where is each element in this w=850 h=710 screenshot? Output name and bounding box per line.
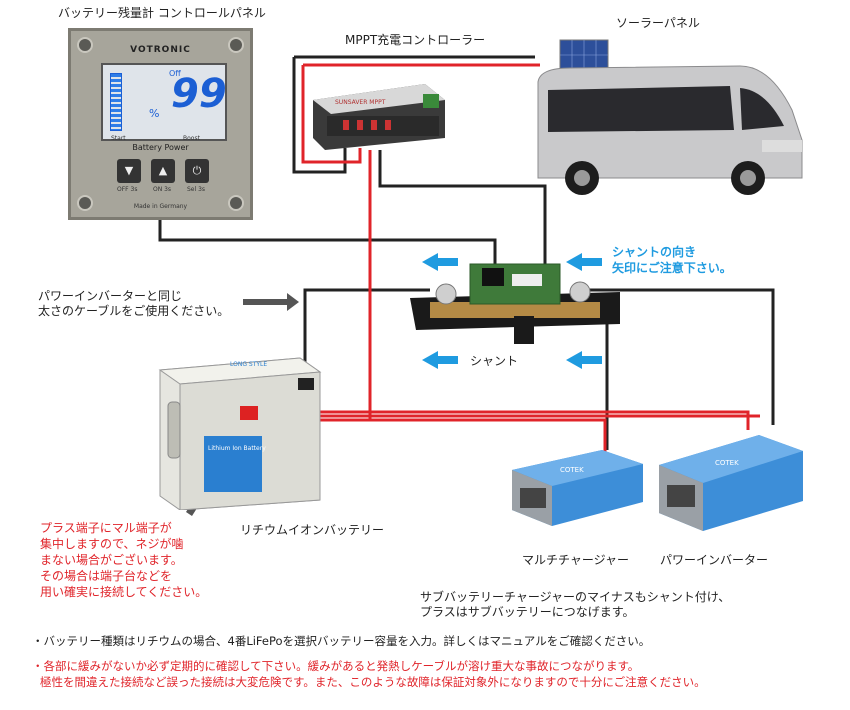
down-button[interactable]: ▼ — [117, 159, 141, 183]
charger-brand: COTEK — [560, 466, 584, 474]
shunt — [410, 263, 620, 344]
solar-positive-wire — [301, 65, 362, 164]
shunt-label: シャント — [470, 354, 519, 368]
panel-cable — [158, 220, 497, 270]
lcd-value: 99 — [171, 71, 227, 117]
boost-label: Boost — [183, 135, 200, 142]
panel-title: Battery Power — [132, 143, 189, 152]
panel-brand: VOTRONIC — [130, 45, 191, 55]
power-button[interactable]: ⏻ — [185, 159, 209, 183]
plus-note-line-2: 集中しますので、ネジが噛 — [40, 537, 184, 551]
sub-note-line-2: プラスはサブバッテリーにつなげます。 — [420, 605, 635, 619]
panel-title-label: バッテリー残量計 コントロールパネル — [58, 6, 266, 20]
screw-icon — [77, 195, 93, 211]
charger-label: マルチチャージャー — [522, 553, 630, 567]
power-inverter: COTEK — [659, 435, 803, 531]
arrow-left-icon — [422, 351, 458, 369]
battery-monitor-panel: VOTRONIC Off 99 % Start Boost Battery Po… — [68, 28, 253, 220]
solar-title-label: ソーラーパネル — [616, 16, 700, 30]
battery-positive-wire — [250, 410, 750, 430]
camper-van — [537, 39, 803, 195]
battery-sub: Lithium Ion Battery — [208, 445, 266, 452]
direction-arrows — [422, 253, 602, 369]
plus-note-line-1: プラス端子にマル端子が — [40, 521, 172, 535]
mppt-title-label: MPPT充電コントローラー — [345, 33, 486, 47]
battery-negative-wire — [303, 288, 430, 380]
made-in-label: Made in Germany — [133, 203, 188, 210]
solar-negative-wire — [292, 57, 347, 174]
start-label: Start — [111, 135, 126, 142]
sub-note-line-1: サブバッテリーチャージャーのマイナスもシャント付け、 — [420, 590, 731, 604]
btn-on-label: ON 3s — [153, 186, 172, 193]
note-check-loose: ・各部に緩みがないか必ず定期的に確認して下さい。緩みがあると発熱しケーブルが溶け… — [32, 659, 640, 673]
screw-icon — [77, 37, 93, 53]
multi-charger: COTEK — [512, 450, 643, 526]
cable-note-line-2: 太さのケーブルをご使用ください。 — [38, 304, 230, 318]
battery-brand: LONG STYLE — [230, 361, 267, 368]
plus-note-line-4: その場合は端子台などを — [40, 569, 173, 583]
lcd-off-label: Off — [169, 69, 181, 78]
up-button[interactable]: ▲ — [151, 159, 175, 183]
arrow-left-icon — [422, 253, 458, 271]
btn-off-label: OFF 3s — [117, 186, 138, 193]
screw-icon — [228, 37, 244, 53]
screw-icon — [228, 195, 244, 211]
arrow-right-icon — [243, 293, 299, 311]
battery-positive-wire-2 — [250, 418, 607, 452]
plus-note-line-5: 用い確実に接続してください。 — [40, 585, 208, 599]
shunt-load-wire — [590, 288, 775, 425]
note-battery-type: ・バッテリー種類はリチウムの場合、4番LiFePoを選択バッテリー容量を入力。詳… — [32, 634, 651, 648]
cable-note-line-1: パワーインバーターと同じ — [38, 289, 183, 303]
battery-level-bars — [110, 73, 122, 131]
note-polarity: 極性を間違えた接続など誤った接続は大変危険です。また、このような故障は保証対象外… — [40, 675, 706, 689]
plus-note-line-3: まない場合がございます。 — [40, 553, 183, 567]
battery-label: リチウムイオンバッテリー — [240, 523, 385, 537]
shunt-direction-line-2: 矢印にご注意下さい。 — [612, 261, 732, 275]
inverter-label: パワーインバーター — [660, 553, 769, 567]
lcd-display: Off 99 % — [101, 63, 227, 141]
lithium-battery: Lithium Ion Battery LONG STYLE — [158, 357, 322, 510]
mppt-negative-wire — [378, 150, 547, 270]
arrow-left-icon — [566, 351, 602, 369]
mppt-brand: SUNSAVER MPPT — [335, 99, 386, 106]
mppt-controller: SUNSAVER MPPT — [313, 84, 445, 150]
shunt-direction-line-1: シャントの向き — [612, 245, 697, 259]
arrow-left-icon — [566, 253, 602, 271]
inverter-brand: COTEK — [715, 459, 739, 467]
btn-sel-label: Sel 3s — [187, 186, 206, 193]
lcd-unit: % — [149, 107, 160, 120]
